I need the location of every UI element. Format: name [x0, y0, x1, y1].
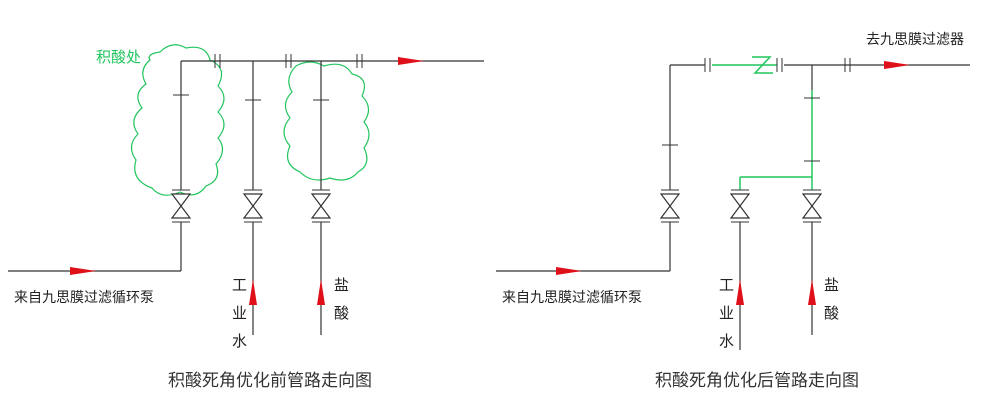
right-diagram: 去九思膜过滤器: [496, 32, 970, 391]
left-valve-inlet: [170, 189, 192, 223]
left-water-label-2: 业: [232, 304, 247, 322]
left-water-label-3: 水: [232, 332, 247, 350]
left-outlet-flow-arrow: [398, 57, 424, 65]
right-outlet-flow-arrow: [884, 61, 910, 69]
left-valve-acid: [310, 189, 332, 223]
right-water-label-1: 工: [719, 276, 734, 294]
left-valve-water: [242, 189, 264, 223]
left-acid-cloud-label: 积酸处: [96, 48, 141, 66]
left-acid-label-2: 酸: [334, 304, 349, 322]
right-diagram-title: 积酸死角优化后管路走向图: [655, 371, 859, 391]
left-diagram: 积酸处 来自九思膜过滤循环泵 工 业 水 盐 酸 积酸死角优化前管路走向图: [8, 44, 484, 391]
right-water-label-3: 水: [719, 332, 734, 350]
right-valve-inlet: [659, 189, 681, 223]
left-acid-cloud-2: [283, 61, 370, 181]
right-inlet-label: 来自九思膜过滤循环泵: [502, 290, 642, 306]
right-valve-acid: [801, 189, 823, 223]
left-diagram-title: 积酸死角优化前管路走向图: [168, 371, 372, 391]
right-inlet-flow-arrow: [556, 267, 582, 275]
left-inlet-flow-arrow: [70, 267, 96, 275]
right-check-valve: [752, 56, 773, 74]
right-outlet-label: 去九思膜过滤器: [866, 32, 964, 48]
right-water-flow-arrow: [736, 279, 744, 305]
left-acid-cloud-1: [130, 44, 225, 196]
right-acid-label-1: 盐: [824, 276, 839, 294]
left-water-flow-arrow: [249, 279, 257, 305]
left-water-label-1: 工: [232, 276, 247, 294]
right-valve-water: [729, 189, 751, 223]
right-water-label-2: 业: [719, 304, 734, 322]
left-inlet-label: 来自九思膜过滤循环泵: [14, 290, 154, 306]
left-acid-label-1: 盐: [334, 276, 349, 294]
right-acid-flow-arrow: [808, 279, 816, 305]
right-acid-label-2: 酸: [824, 304, 839, 322]
left-acid-flow-arrow: [317, 279, 325, 305]
